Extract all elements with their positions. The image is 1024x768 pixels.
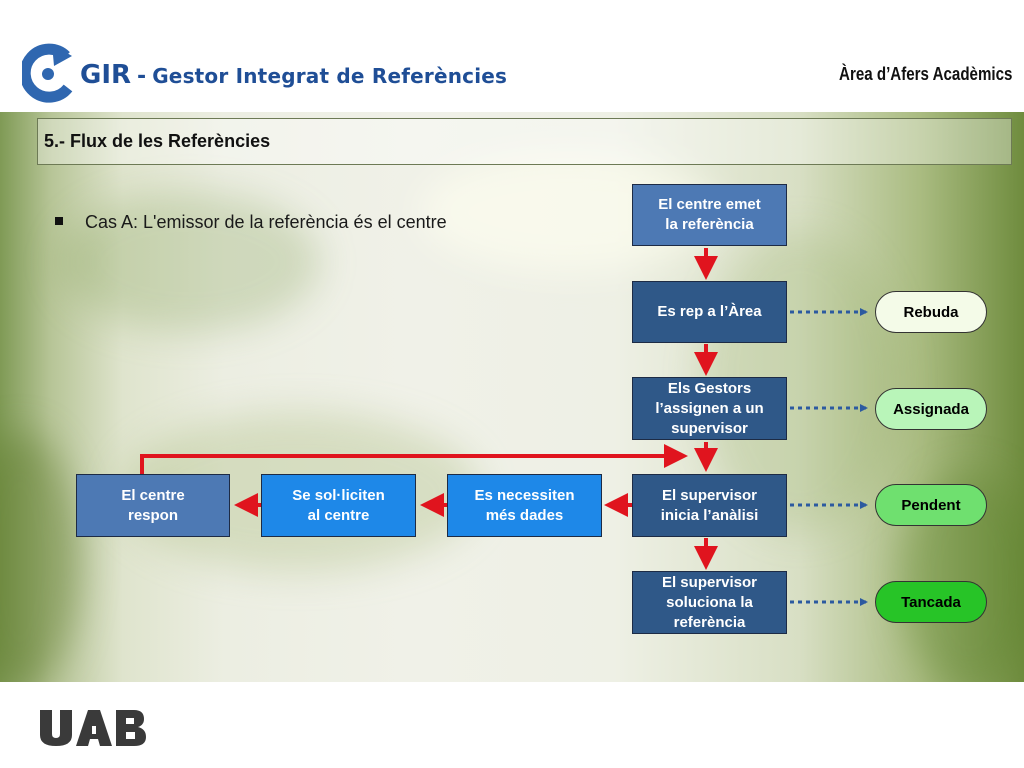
step-3-line2: l’assignen a un (655, 399, 764, 417)
step-2-line1: Es rep a l’Àrea (657, 303, 762, 320)
branch-necessiten-dades: Es necessiten més dades (447, 474, 602, 537)
step-5-line1: El supervisor (661, 573, 758, 591)
app-title-full: Gestor Integrat de Referències (152, 64, 508, 88)
arrow-loop-back (140, 444, 688, 474)
step-5-line3: referència (673, 613, 746, 631)
step-gestors-assignen: Els Gestors l’assignen a un supervisor (632, 377, 787, 440)
step-centre-emet: El centre emet la referència (632, 184, 787, 246)
bullet-text: Cas A: L'emissor de la referència és el … (85, 212, 447, 232)
uab-logo (40, 710, 146, 746)
section-title: 5.- Flux de les Referències (44, 131, 271, 151)
step-supervisor-soluciona: El supervisor soluciona la referència (632, 571, 787, 634)
app-title-dash: - (137, 64, 147, 89)
app-title: GIR-Gestor Integrat de Referències (80, 60, 507, 90)
state-tancada: Tancada (875, 581, 987, 623)
step-1-line1: El centre emet (658, 196, 761, 213)
branch-3-line2: respon (127, 506, 178, 524)
state-assignada: Assignada (875, 388, 987, 430)
bullet-item: Cas A: L'emissor de la referència és el … (55, 212, 447, 233)
app-title-short: GIR (80, 60, 132, 90)
branch-1-line1: Es necessiten (474, 486, 575, 504)
bullet-square-icon (55, 217, 63, 226)
step-1-line2: la referència (665, 216, 754, 233)
state-rebuda: Rebuda (875, 291, 987, 333)
footer (0, 682, 1024, 768)
step-3-line3: supervisor (671, 419, 748, 437)
step-supervisor-inicia: El supervisor inicia l’anàlisi (632, 474, 787, 537)
branch-1-line2: més dades (485, 506, 564, 524)
step-4-line2: inicia l’anàlisi (660, 506, 759, 524)
branch-centre-respon: El centre respon (76, 474, 230, 537)
step-3-line1: Els Gestors (667, 379, 752, 397)
branch-3-line1: El centre (121, 486, 185, 504)
branch-2-line2: al centre (307, 506, 370, 524)
branch-2-line1: Se sol·liciten (292, 486, 385, 504)
branch-sol-liciten-centre: Se sol·liciten al centre (261, 474, 416, 537)
section-bar: 5.- Flux de les Referències (37, 118, 1012, 165)
gir-logo-icon (22, 43, 73, 103)
step-es-rep-area: Es rep a l’Àrea (632, 281, 787, 343)
step-5-line2: soluciona la (666, 593, 753, 611)
state-pendent: Pendent (875, 484, 987, 526)
area-title: Àrea d’Afers Acadèmics (838, 64, 1012, 84)
header: GIR-Gestor Integrat de Referències Àrea … (0, 0, 1024, 112)
step-4-line1: El supervisor (661, 486, 758, 504)
